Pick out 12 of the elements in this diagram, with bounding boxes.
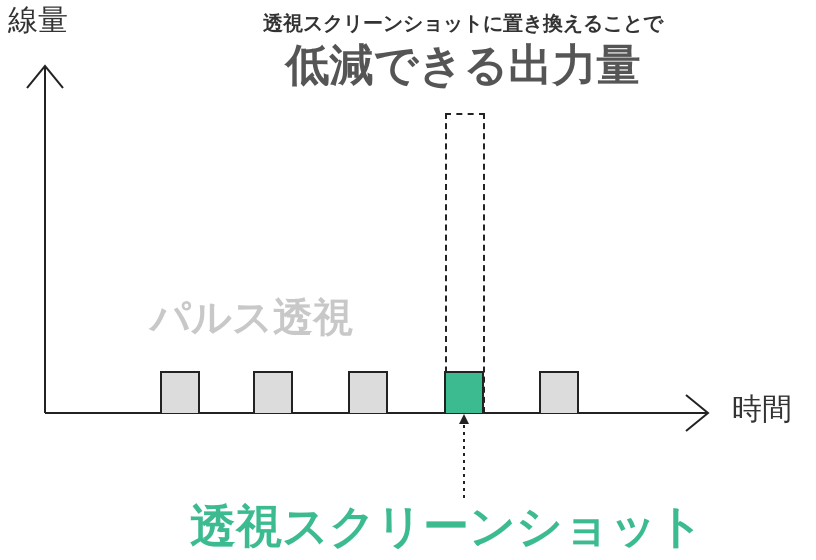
callout-label: 透視スクリーンショット — [190, 500, 704, 553]
axis-label: 線量 — [8, 4, 68, 37]
reduction-outline — [445, 113, 485, 413]
heading: 低減できる出力量 — [286, 42, 640, 90]
leader-arrow — [459, 414, 469, 498]
pulse-bar — [539, 371, 579, 413]
axis-label: 時間 — [732, 393, 792, 426]
pulse-bar — [160, 371, 200, 413]
pulse-bar — [253, 371, 293, 413]
pulse-bar — [444, 371, 484, 413]
pulse-bar — [348, 371, 388, 413]
heading-note: 透視スクリーンショットに置き換えることで — [263, 12, 663, 34]
